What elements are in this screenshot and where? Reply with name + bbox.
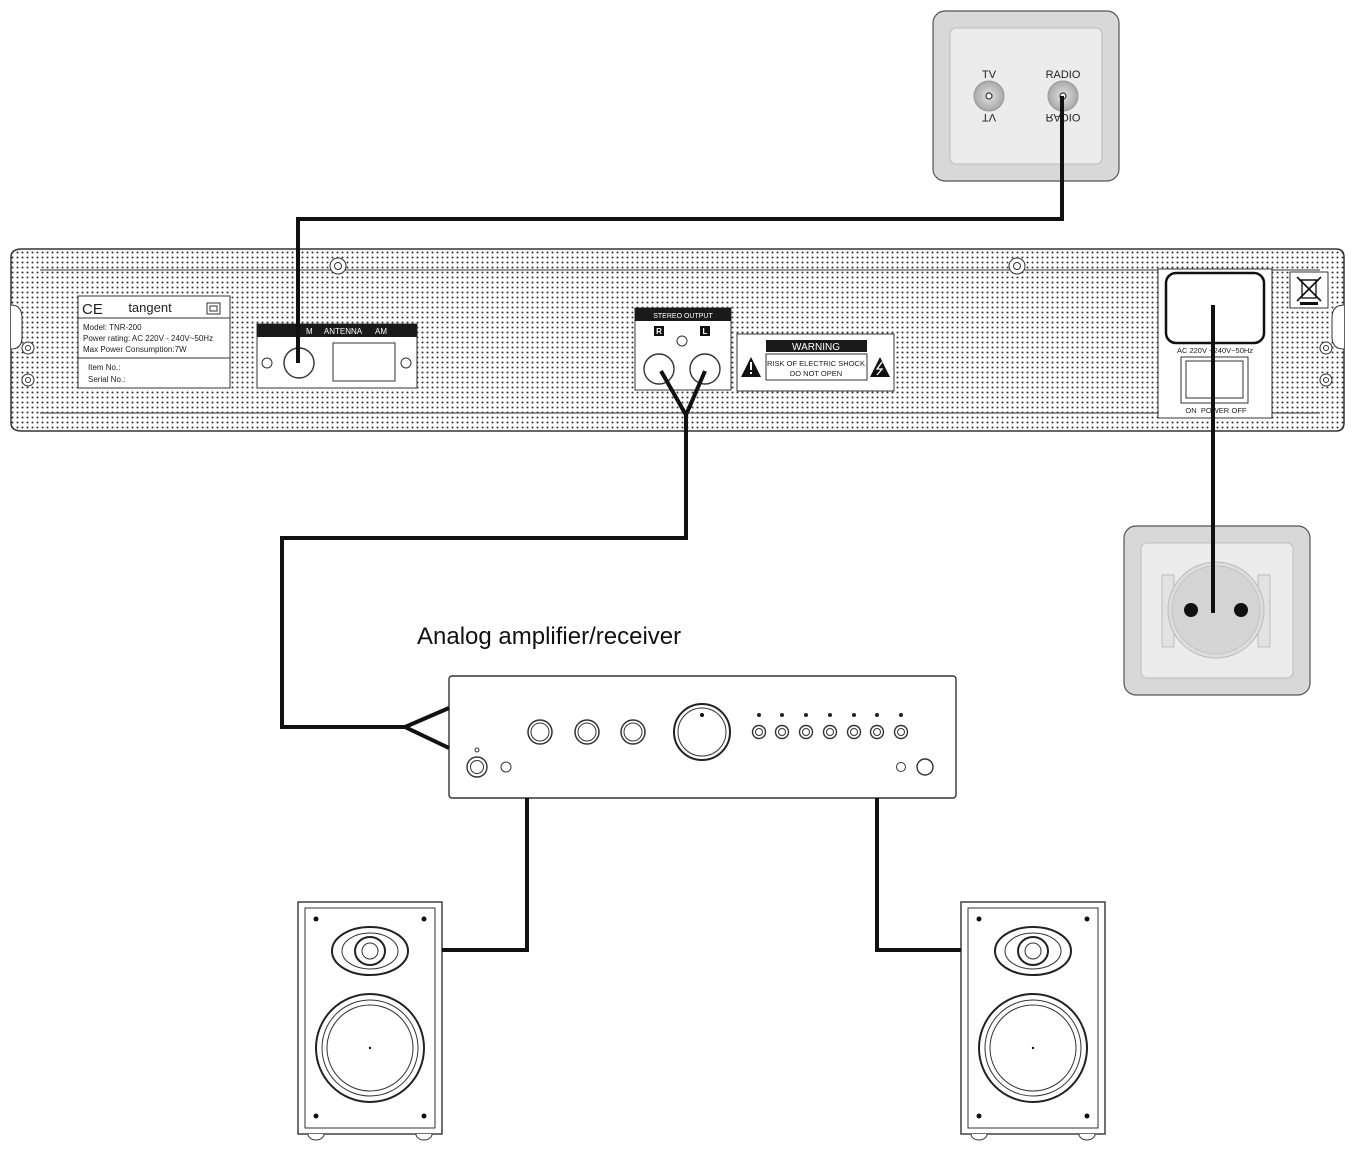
power-rating-label: AC 220V - 240V~50Hz [1177, 346, 1253, 355]
brand-name: tangent [128, 300, 172, 315]
rca-left-jack [689, 353, 721, 385]
on-label: ON [1185, 406, 1196, 415]
double-insulation-icon [206, 302, 221, 315]
speaker-cable-right [875, 798, 961, 952]
warning-label: WARNING RISK OF ELECTRIC SHOCK DO NOT OP… [736, 333, 895, 392]
outlet-pin-left [1184, 603, 1198, 617]
antenna-panel: M ANTENNA AM [256, 323, 418, 389]
audio-cable-right-branch [659, 370, 688, 416]
power-button [466, 747, 488, 778]
weee-bin-icon [1289, 271, 1329, 309]
tv-label: TV [982, 69, 997, 81]
tone-knobs [527, 719, 646, 745]
remote-sensor [896, 762, 906, 772]
headphone-jack [500, 761, 512, 773]
rca-right-jack [643, 353, 675, 385]
max-power-text: Max Power Consumption:7W [83, 345, 187, 354]
speaker-left [297, 901, 443, 1141]
tv-label-mirror: TV [982, 111, 997, 123]
screw-right [1319, 341, 1333, 387]
input-selector-buttons [751, 713, 909, 740]
volume-knob [673, 703, 731, 761]
speaker-right [960, 901, 1106, 1141]
warning-line2: DO NOT OPEN [790, 369, 842, 378]
warning-line1: RISK OF ELECTRIC SHOCK [767, 359, 865, 368]
left-channel-label: L [703, 327, 708, 336]
fm-label: M [306, 327, 313, 336]
ce-mark: CE [82, 301, 103, 318]
warning-title: WARNING [792, 342, 840, 353]
antenna-label: ANTENNA [324, 327, 363, 336]
speaker-cable-left [442, 798, 529, 952]
screw-left [21, 341, 35, 387]
am-antenna-terminal [332, 342, 396, 382]
off-label: OFF [1232, 406, 1247, 415]
right-channel-label: R [656, 327, 662, 336]
power-label: POWER [1201, 406, 1230, 415]
model-text: Model: TNR-200 [83, 323, 142, 332]
rating-label: CE tangent Model: TNR-200 Power rating: … [77, 295, 231, 389]
radio-label: RADIO [1046, 69, 1081, 81]
antenna-cable [296, 96, 1064, 363]
amplifier [448, 675, 957, 799]
audio-cable [280, 415, 688, 729]
screw-top [329, 257, 1026, 275]
tv-socket [973, 80, 1005, 112]
audio-cable-plug-split [400, 706, 450, 750]
stereo-output-panel: STEREO OUTPUT R L [634, 307, 732, 391]
serial-no-text: Serial No.: [88, 375, 125, 384]
outlet-pin-right [1234, 603, 1248, 617]
power-rating-text: Power rating: AC 220V - 240V~50Hz [83, 334, 213, 343]
exclamation-warning-icon [741, 357, 761, 377]
cables [280, 96, 1215, 952]
am-label: AM [375, 327, 387, 336]
standby-button [916, 758, 934, 776]
item-no-text: Item No.: [88, 363, 120, 372]
stereo-output-title: STEREO OUTPUT [653, 313, 713, 320]
wall-antenna-socket: TV RADIO TV RADIO [932, 10, 1120, 182]
audio-cable-left-branch [684, 370, 707, 416]
power-wall-outlet [1123, 525, 1311, 696]
lightning-warning-icon [870, 357, 890, 377]
amplifier-caption: Analog amplifier/receiver [417, 623, 681, 650]
